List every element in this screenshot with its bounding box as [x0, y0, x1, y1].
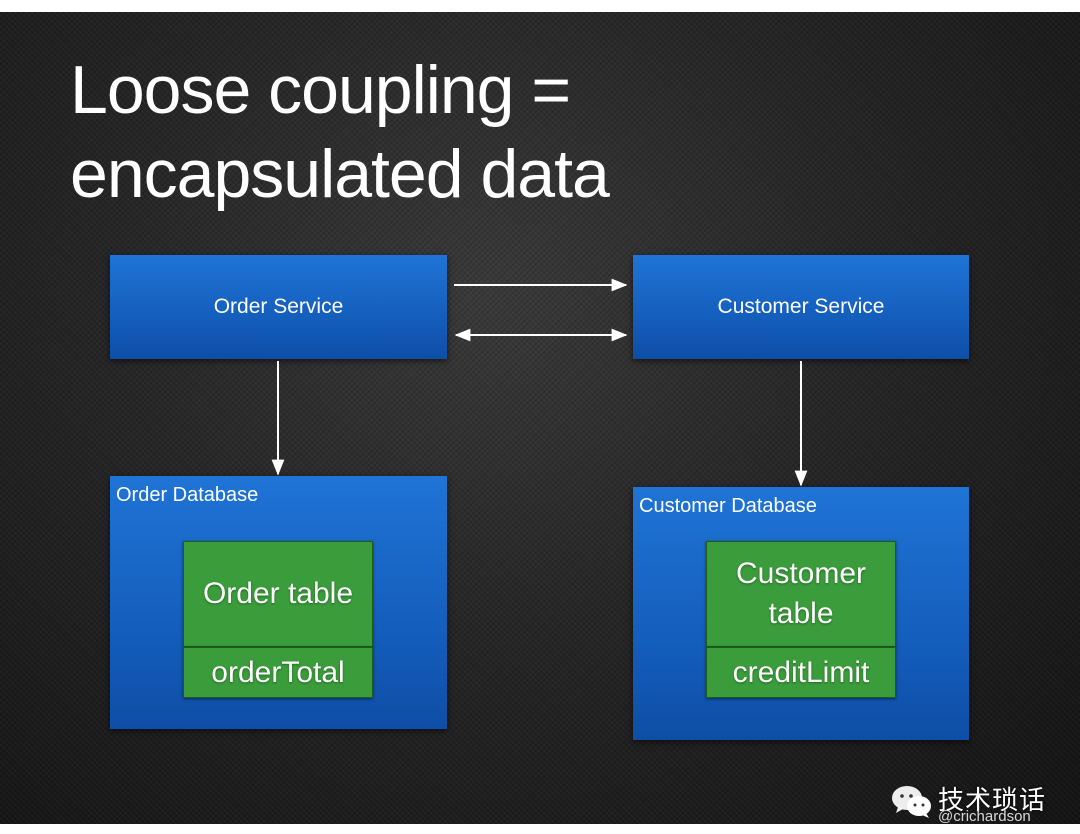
watermark: 技术琐话 @crichardson: [890, 778, 1070, 824]
customer-database-box: Customer Database Customer table creditL…: [633, 487, 969, 740]
slide: Loose coupling = encapsulated data Order…: [0, 12, 1080, 824]
credit-limit-label: creditLimit: [732, 655, 870, 689]
order-service-box: Order Service: [110, 255, 447, 359]
slide-title: Loose coupling = encapsulated data: [70, 48, 970, 216]
connector-arrows: [271, 278, 808, 487]
wechat-icon: [892, 786, 931, 818]
watermark-name: 技术琐话: [938, 785, 1047, 815]
customer-database-label: Customer Database: [639, 495, 817, 517]
watermark-handle: @crichardson: [938, 808, 1031, 824]
title-line-1: Loose coupling =: [70, 52, 571, 128]
credit-limit-column: creditLimit: [706, 647, 896, 698]
order-service-label: Order Service: [213, 295, 344, 318]
order-table-name: Order table: [202, 577, 354, 610]
order-total-label: orderTotal: [211, 655, 345, 689]
title-line-2: encapsulated data: [70, 136, 610, 212]
customer-service-box: Customer Service: [633, 255, 969, 359]
order-database-box: Order Database Order table orderTotal: [110, 476, 447, 729]
customer-table: Customer table: [706, 541, 896, 647]
customer-table-name: Customer table: [735, 557, 867, 630]
order-total-column: orderTotal: [183, 647, 373, 698]
order-database-label: Order Database: [116, 484, 259, 506]
order-table: Order table: [183, 541, 373, 647]
customer-service-label: Customer Service: [717, 295, 885, 318]
